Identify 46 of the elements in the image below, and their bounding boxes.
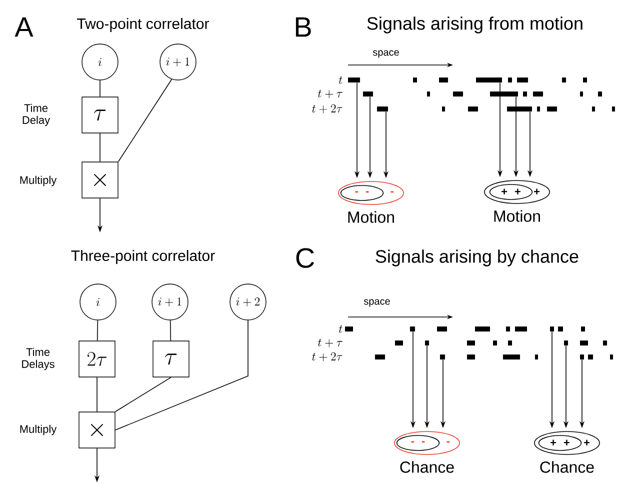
operation-box: $\times$ [78,412,116,448]
panel-letter: C [296,248,314,268]
panel-title: Signals arising from motion [367,16,582,34]
signal-bar [550,326,554,332]
axis-label: space [372,50,399,58]
connector [114,376,172,412]
row-label: Time Delays [22,348,54,370]
node-label: Chance [540,461,594,473]
row-label: Multiply [20,424,57,436]
panel-title: Three-point correlator [71,250,215,264]
node-label: Chance [400,461,454,473]
connector [96,320,98,342]
signal-bar [507,106,532,112]
time-label: $t+\tau$ [318,90,342,98]
signal-bar [476,78,502,82]
connector [114,320,248,430]
operation-box: $\tau$ [152,340,190,378]
node-label: Motion [494,210,540,222]
connector [118,78,172,162]
row-label: Multiply [20,176,57,186]
connector [170,320,172,342]
connector [96,376,98,412]
axis-label: space [364,299,390,307]
panel-title: Signals arising by chance [376,250,578,266]
time-label: $t$ [338,76,342,84]
signal-bar [425,340,429,346]
time-label: $t+\tau$ [318,338,342,348]
time-label: $t+2\tau$ [312,352,342,362]
signal-bar [377,106,388,112]
time-label: $t+2\tau$ [312,104,342,114]
panel-letter: A [14,17,34,37]
row-label: Time Delay [22,104,50,126]
panel-title: Two-point correlator [77,18,209,32]
signal-bar [564,340,568,346]
signal-bar [580,354,584,360]
operation-box: $\times$ [82,162,118,198]
operation-box: $2\tau$ [78,340,116,378]
signal-bar [363,92,373,96]
panel-letter: B [296,17,311,37]
node-label: Motion [348,211,394,223]
signal-bar [410,326,415,332]
signal-bar [490,92,518,96]
time-label: $t$ [338,325,342,333]
operation-box: $\tau$ [82,96,118,134]
signal-bar [440,354,445,360]
signal-bar [348,78,360,82]
